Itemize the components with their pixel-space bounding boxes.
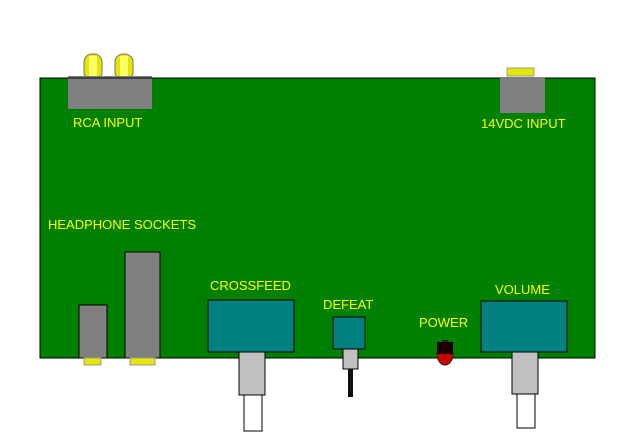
defeat-switch-lever [348, 369, 353, 397]
rca-jack-left-inner [89, 56, 97, 78]
dc-input-label: 14VDC INPUT [481, 116, 566, 131]
volume-label: VOLUME [495, 282, 550, 297]
volume-pot-bushing [511, 351, 539, 395]
crossfeed-label: CROSSFEED [210, 278, 291, 293]
defeat-label: DEFEAT [323, 297, 373, 312]
headphone-socket-small-body [78, 304, 108, 359]
crossfeed-potentiometer [207, 299, 295, 432]
headphone-socket-large-body [124, 251, 161, 359]
rca-input-label: RCA INPUT [73, 115, 142, 130]
headphone-socket-large [124, 251, 161, 366]
dc-pin [506, 67, 535, 77]
power-label: POWER [419, 315, 468, 330]
rca-body [68, 76, 152, 109]
headphone-socket-small [78, 304, 108, 366]
crossfeed-pot-body [207, 299, 295, 353]
headphone-sockets-label: HEADPHONE SOCKETS [48, 217, 196, 232]
volume-potentiometer [480, 300, 568, 429]
crossfeed-pot-shaft [243, 394, 263, 432]
power-led-top [437, 342, 453, 354]
defeat-switch-bushing [342, 348, 359, 370]
headphone-socket-small-pin [83, 357, 102, 366]
dc-body [500, 78, 545, 113]
rca-jack-right-inner [120, 56, 128, 78]
dc-input-connector [500, 67, 545, 113]
defeat-switch-body [332, 316, 366, 350]
power-led [436, 340, 454, 366]
rca-input-connector [68, 53, 152, 109]
crossfeed-pot-bushing [238, 351, 266, 396]
volume-pot-shaft [516, 393, 536, 429]
defeat-switch [332, 316, 366, 397]
headphone-socket-large-pin [129, 357, 156, 366]
volume-pot-body [480, 300, 568, 353]
